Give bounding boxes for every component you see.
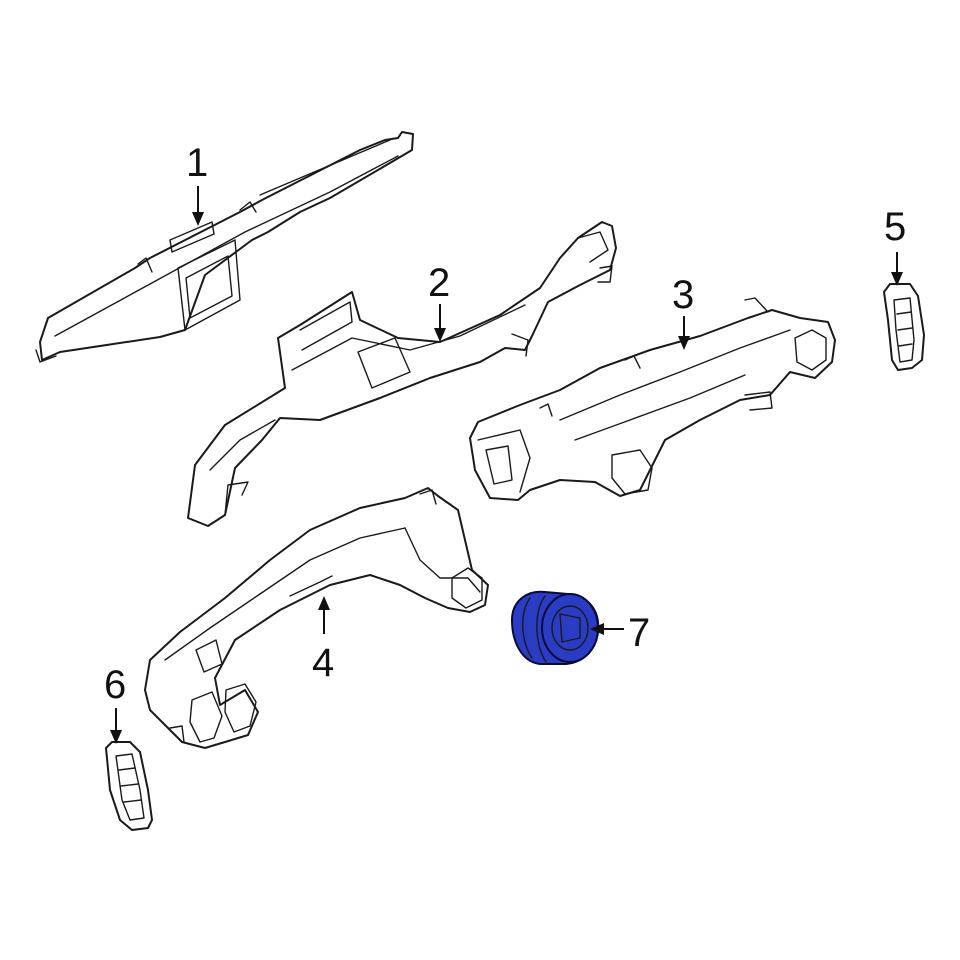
- callout-6: 6: [104, 663, 126, 744]
- part-2-center-duct[interactable]: [187, 221, 617, 527]
- part-1-defroster-duct[interactable]: [35, 131, 414, 363]
- callout-5: 5: [884, 205, 906, 286]
- callout-2: 2: [428, 261, 450, 342]
- callout-3: 3: [672, 273, 694, 350]
- part-7-duct-seal[interactable]: [510, 590, 600, 665]
- part-4-left-duct[interactable]: [144, 487, 489, 749]
- part-3-right-duct[interactable]: [469, 297, 836, 501]
- callout-7: 7: [590, 611, 650, 655]
- callout-label-4: 4: [312, 641, 334, 685]
- part-6-left-vent[interactable]: [105, 741, 153, 831]
- callout-label-6: 6: [104, 663, 126, 707]
- callout-label-3: 3: [672, 273, 694, 317]
- callout-label-5: 5: [884, 205, 906, 249]
- callout-4: 4: [312, 596, 334, 685]
- part-5-right-vent[interactable]: [883, 283, 925, 371]
- callout-label-2: 2: [428, 261, 450, 305]
- callout-label-1: 1: [186, 141, 208, 185]
- callout-1: 1: [186, 141, 208, 226]
- callout-label-7: 7: [628, 611, 650, 655]
